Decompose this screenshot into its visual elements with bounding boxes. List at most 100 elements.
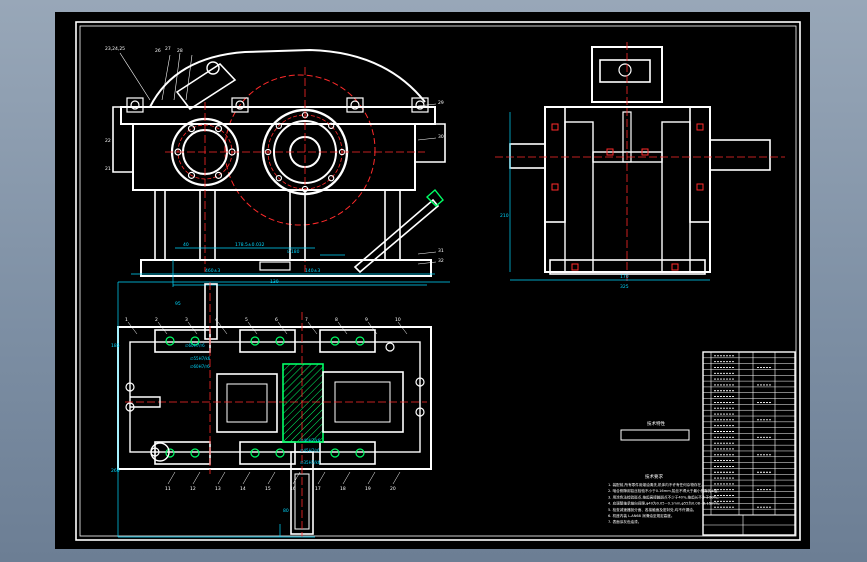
callout-label: 12 bbox=[190, 486, 196, 492]
bearing-housing bbox=[319, 441, 376, 465]
fastener-mark bbox=[696, 123, 704, 131]
flange-bolt-boss bbox=[126, 97, 144, 113]
plan-outer-housing bbox=[117, 326, 432, 470]
callout-leader bbox=[247, 321, 258, 335]
bearing-housing bbox=[154, 329, 211, 353]
input-shaft-plan bbox=[204, 283, 218, 340]
flange-bolt-boss bbox=[231, 97, 249, 113]
side-cover-window bbox=[599, 59, 651, 83]
callout-label: 31 bbox=[438, 248, 444, 254]
callout-label: 22 bbox=[105, 138, 111, 144]
housing-bolt-hole bbox=[415, 407, 425, 417]
bearing-bolt bbox=[355, 448, 365, 458]
parts-list-table bbox=[702, 351, 796, 536]
dimension-value: 325 bbox=[620, 284, 629, 290]
callout-label: 1 bbox=[125, 317, 128, 323]
pinion-gear bbox=[216, 373, 278, 433]
notes-line: 6. 机座内装 L-AN68 润滑油至规定高度。 bbox=[608, 513, 674, 518]
oil-dipstick bbox=[353, 198, 440, 274]
callout-leader bbox=[367, 471, 376, 485]
housing-cover-arc bbox=[149, 48, 426, 108]
callout-label: 18 bbox=[340, 486, 346, 492]
bearing-bolt bbox=[355, 336, 365, 346]
bolt-hole bbox=[214, 125, 223, 133]
callout-label: 19 bbox=[365, 486, 371, 492]
callout-label: 27 bbox=[165, 46, 171, 52]
callout-label: 28 bbox=[177, 48, 183, 54]
dipstick-cap bbox=[425, 188, 444, 207]
right-wall bbox=[661, 121, 691, 273]
bearing-bolt bbox=[165, 448, 175, 458]
notes-line: 1. 装配前,所有零件用煤油清洗,机体内不许有任何杂物存在。 bbox=[608, 482, 705, 487]
left-ear bbox=[112, 106, 133, 173]
dimension-value: ∅60H7/r6 bbox=[185, 343, 205, 348]
bearing-bolt bbox=[165, 336, 175, 346]
callout-label: 5 bbox=[245, 317, 248, 323]
notes-line: 5. 检查减速器剖分面、各接触面及密封处,均不许漏油。 bbox=[608, 507, 696, 512]
callout-label: 14 bbox=[240, 486, 246, 492]
callout-label: 15 bbox=[265, 486, 271, 492]
oil-drain-plug bbox=[150, 442, 170, 462]
callout-leader bbox=[127, 321, 138, 335]
callout-label: 10 bbox=[395, 317, 401, 323]
callout-leader bbox=[337, 321, 348, 335]
side-base bbox=[549, 259, 706, 275]
callout-leader bbox=[317, 471, 326, 485]
callout-leader bbox=[307, 321, 318, 335]
callout-leader bbox=[192, 471, 201, 485]
bearing-bolt bbox=[330, 448, 340, 458]
notes-line: 4. 应调整轴承轴向间隙,φ40为0.05~0.1mm,φ55为0.08~0.1… bbox=[608, 501, 722, 506]
callout-label: 32 bbox=[438, 258, 444, 264]
callout-leader bbox=[161, 54, 171, 101]
dimension-value: ∅45H7/r6 bbox=[300, 448, 320, 453]
fastener-mark bbox=[641, 148, 649, 156]
callout-leader bbox=[417, 103, 437, 107]
fastener-mark bbox=[606, 148, 614, 156]
callout-label: 3 bbox=[185, 317, 188, 323]
dimension-value: 40 bbox=[183, 242, 189, 248]
bearing-housing bbox=[239, 329, 296, 353]
notes-line: 2. 啮合侧隙用铅丝检验不小于0.16mm,铅丝不得大于最小侧隙的4倍。 bbox=[608, 488, 721, 493]
callout-leader bbox=[217, 471, 226, 485]
callout-label: 11 bbox=[165, 486, 171, 492]
housing-body bbox=[132, 124, 416, 191]
callout-leader bbox=[392, 471, 401, 485]
bolt-hole bbox=[275, 175, 282, 182]
dimension-value: ∅180 bbox=[287, 249, 300, 255]
bolt-hole bbox=[328, 122, 335, 129]
dimension-value: 178.5±0.032 bbox=[235, 242, 265, 248]
callout-leader bbox=[417, 261, 437, 265]
callout-label: 20 bbox=[390, 486, 396, 492]
base-plate bbox=[140, 259, 432, 277]
dimension-value: ∅55H7/k6 bbox=[190, 356, 211, 361]
callout-leader bbox=[397, 321, 408, 335]
callout-label: 6 bbox=[275, 317, 278, 323]
callout-label: 21 bbox=[105, 166, 111, 172]
fastener-mark bbox=[696, 183, 704, 191]
callout-leader bbox=[167, 471, 176, 485]
side-housing bbox=[544, 106, 711, 273]
bolt-hole bbox=[187, 171, 196, 179]
callout-label: 4 bbox=[215, 317, 218, 323]
bearing-bolt bbox=[275, 448, 285, 458]
dimension-value: ∅40H7/k6 bbox=[300, 438, 321, 443]
spec-box-label: 技术特性 bbox=[647, 420, 665, 427]
callout-leader bbox=[342, 471, 351, 485]
callout-leader bbox=[187, 321, 198, 335]
fastener-mark bbox=[551, 123, 559, 131]
dimension-value: ∅60H7/r6 bbox=[190, 364, 210, 369]
callout-label: 29 bbox=[438, 100, 444, 106]
callout-label: 16 bbox=[290, 486, 296, 492]
bearing-bolt bbox=[190, 336, 200, 346]
bearing-bolt bbox=[275, 336, 285, 346]
callout-leader bbox=[119, 52, 151, 101]
dimension-value: 185 bbox=[111, 343, 120, 349]
plan-cutout bbox=[130, 396, 161, 408]
bolt-hole bbox=[328, 175, 335, 182]
dimension-value: 260 bbox=[111, 468, 120, 474]
outer-border bbox=[75, 21, 801, 541]
callout-label: 8 bbox=[335, 317, 338, 323]
